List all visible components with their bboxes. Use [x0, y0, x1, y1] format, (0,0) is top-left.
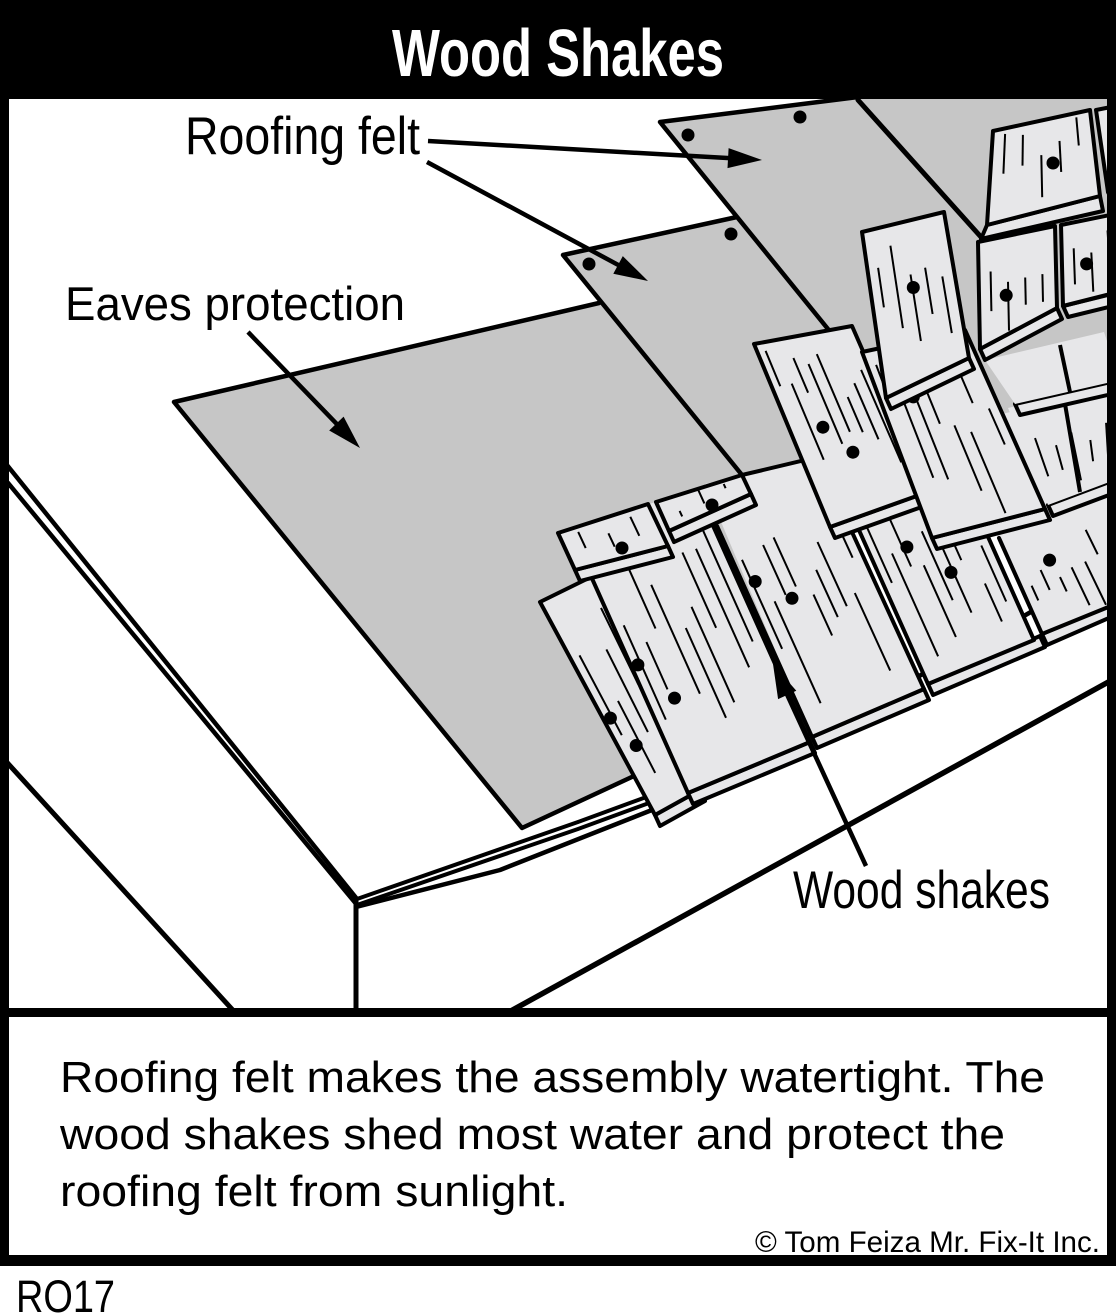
svg-text:© Tom Feiza Mr. Fix-It Inc.: © Tom Feiza Mr. Fix-It Inc. — [755, 1226, 1100, 1259]
svg-text:Wood shakes: Wood shakes — [793, 861, 1050, 920]
svg-text:roofing felt from sunlight.: roofing felt from sunlight. — [60, 1167, 568, 1216]
svg-text:Eaves protection: Eaves protection — [65, 277, 405, 330]
svg-text:RO17: RO17 — [16, 1271, 115, 1316]
svg-text:Wood Shakes: Wood Shakes — [392, 16, 724, 91]
svg-text:Roofing felt: Roofing felt — [185, 107, 420, 166]
svg-text:Roofing felt makes the assembl: Roofing felt makes the assembly watertig… — [60, 1053, 1045, 1102]
svg-text:wood shakes shed most water an: wood shakes shed most water and protect … — [59, 1110, 1005, 1159]
